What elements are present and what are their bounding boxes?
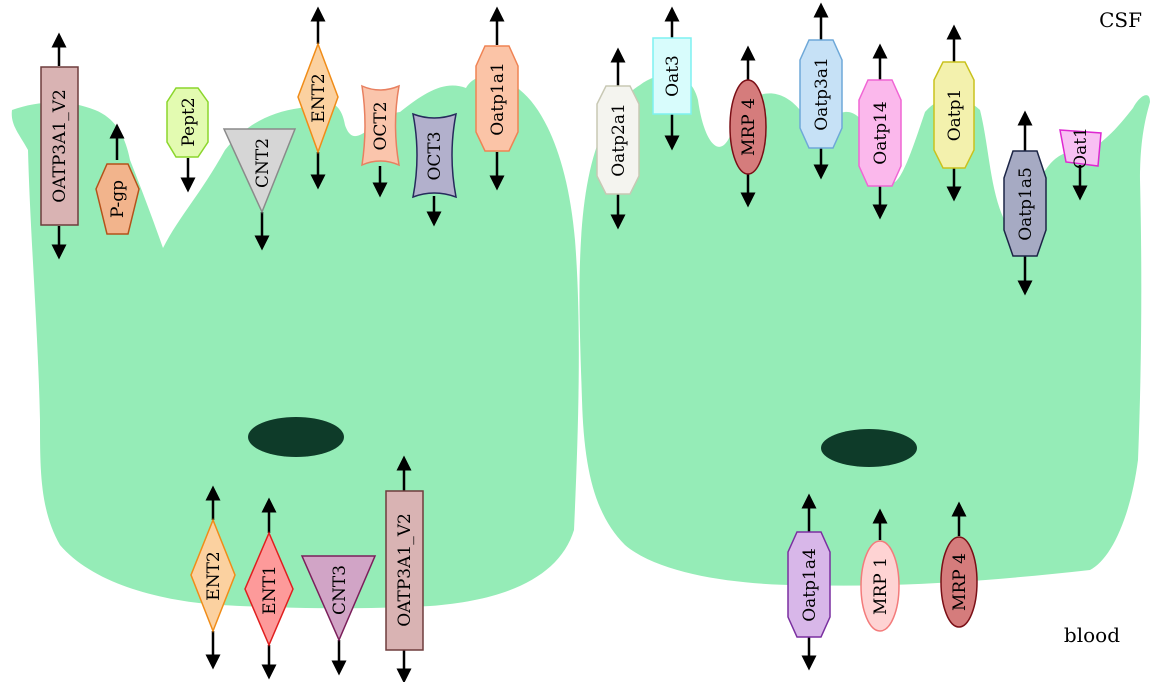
svg-text:Oatp1: Oatp1	[945, 89, 965, 142]
csf-label: CSF	[1099, 8, 1142, 32]
svg-text:P-gp: P-gp	[108, 180, 128, 218]
transporter-pept2: Pept2	[167, 88, 208, 185]
svg-text:Oatp3a1: Oatp3a1	[812, 57, 832, 131]
svg-text:ENT2: ENT2	[309, 73, 329, 122]
left-nucleus	[248, 417, 344, 457]
svg-text:Oatp1a1: Oatp1a1	[488, 62, 508, 136]
right-nucleus	[821, 429, 917, 467]
svg-text:Oatp14: Oatp14	[871, 101, 891, 164]
svg-text:Pept2: Pept2	[179, 97, 199, 146]
svg-text:ENT2: ENT2	[204, 551, 224, 600]
svg-text:ENT1: ENT1	[260, 565, 280, 614]
svg-text:Oatp1a4: Oatp1a4	[800, 548, 820, 622]
svg-text:Oatp2a1: Oatp2a1	[609, 103, 629, 177]
svg-text:MRP 4: MRP 4	[950, 553, 970, 611]
svg-text:Oatp1a5: Oatp1a5	[1016, 167, 1036, 241]
svg-text:OATP3A1_V2: OATP3A1_V2	[395, 513, 415, 627]
blood-label: blood	[1064, 623, 1120, 647]
svg-text:MRP 4: MRP 4	[739, 98, 759, 156]
transporter-oatp3a1-v2-basolateral: OATP3A1_V2	[386, 463, 423, 676]
svg-text:OATP3A1_V2: OATP3A1_V2	[50, 89, 70, 203]
transporter-cnt3: CNT3	[302, 556, 375, 668]
svg-text:CNT2: CNT2	[253, 138, 273, 188]
transporter-oatp3a1-v2-apical: OATP3A1_V2	[41, 40, 78, 252]
svg-text:OCT3: OCT3	[425, 131, 445, 180]
svg-text:Oat1: Oat1	[1071, 127, 1091, 169]
svg-text:MRP 1: MRP 1	[871, 557, 891, 615]
left-epithelial-cell	[12, 76, 579, 609]
svg-text:OCT2: OCT2	[371, 101, 391, 150]
svg-text:CNT3: CNT3	[330, 565, 350, 615]
svg-text:Oat3: Oat3	[663, 55, 683, 97]
